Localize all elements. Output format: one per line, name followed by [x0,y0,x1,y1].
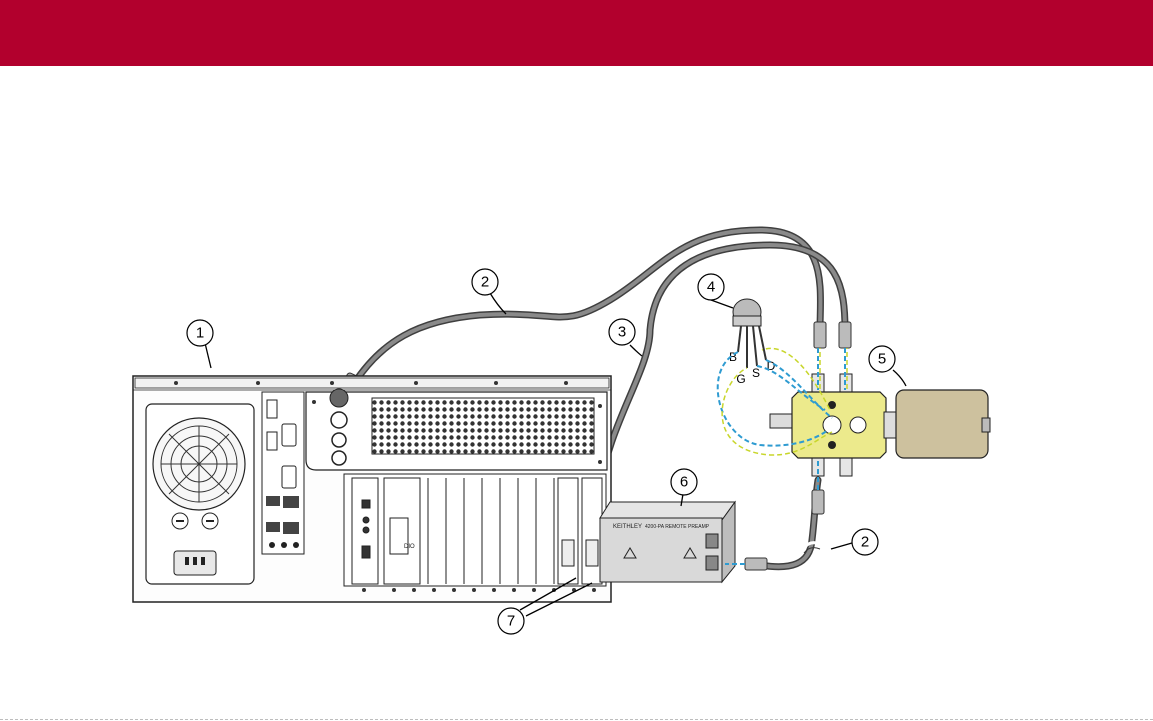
callout-7: 7 [498,608,524,634]
top-vent-plate [306,389,607,470]
expansion-slots [344,474,606,586]
callout-3-number: 3 [618,324,626,341]
power-supply [146,404,254,584]
pin-label-s: S [752,366,760,380]
callout-7-number: 7 [507,613,515,630]
test-fixture [770,374,898,476]
computer-chassis: DIO [133,376,611,602]
bottom-rule [0,719,1153,720]
callout-4: 4 [698,274,724,300]
preamp-model: 4200-PA REMOTE PREAMP [645,524,710,530]
callout-6-number: 6 [680,474,688,491]
callout-5: 5 [869,346,895,372]
callout-1-number: 1 [196,325,204,342]
callout-2-top: 2 [472,269,498,295]
remote-preamp: KEITHLEY 4200-PA REMOTE PREAMP [600,502,735,582]
card-label: DIO [404,544,415,550]
callout-6: 6 [671,469,697,495]
preamp-brand: KEITHLEY [613,524,642,530]
callout-1: 1 [187,320,213,346]
transistor-dut [733,299,766,368]
pin-label-g: G [736,372,745,386]
enclosure-box [896,390,990,458]
io-panel [262,392,304,554]
cable-2-bottom [760,480,820,567]
callout-3: 3 [609,319,635,345]
callout-2-bottom: 2 [852,529,878,555]
callout-2-number: 2 [481,274,489,291]
callout-2b-number: 2 [861,534,869,551]
callout-4-number: 4 [707,279,715,296]
callout-5-number: 5 [878,351,886,368]
